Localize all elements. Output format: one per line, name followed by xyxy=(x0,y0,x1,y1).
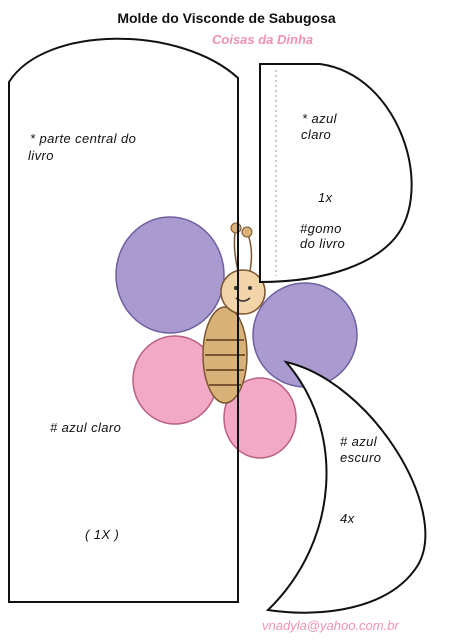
crescent-color-line1: # azul xyxy=(340,434,378,449)
gomo-label-line1: #gomo xyxy=(300,221,342,236)
butterfly-wing-bottom-right xyxy=(223,377,297,459)
gomo-color-line2: claro xyxy=(301,127,332,142)
crescent-count: 4x xyxy=(340,511,355,526)
gomo-count: 1x xyxy=(318,190,333,205)
butterfly-wing-top-left xyxy=(115,216,225,334)
central-label-line2: livro xyxy=(28,148,54,163)
pattern-piece-central xyxy=(8,37,239,603)
footer-email: vnadyla@yahoo.com.br xyxy=(262,618,399,633)
page-title: Molde do Visconde de Sabugosa xyxy=(117,10,336,26)
gomo-label-line2: do livro xyxy=(300,236,346,251)
gomo-color-line1: * azul xyxy=(302,111,337,126)
brand-subtitle: Coisas da Dinha xyxy=(212,32,314,47)
crescent-color-line2: escuro xyxy=(340,450,382,465)
butterfly-illustration xyxy=(115,216,358,459)
central-label-line1: * parte central do xyxy=(30,131,137,146)
pattern-piece-gomo xyxy=(259,63,413,284)
central-count: ( 1X ) xyxy=(85,527,120,542)
pattern-piece-crescent xyxy=(265,360,427,614)
butterfly-head xyxy=(220,269,266,315)
central-color-note: # azul claro xyxy=(50,420,122,435)
